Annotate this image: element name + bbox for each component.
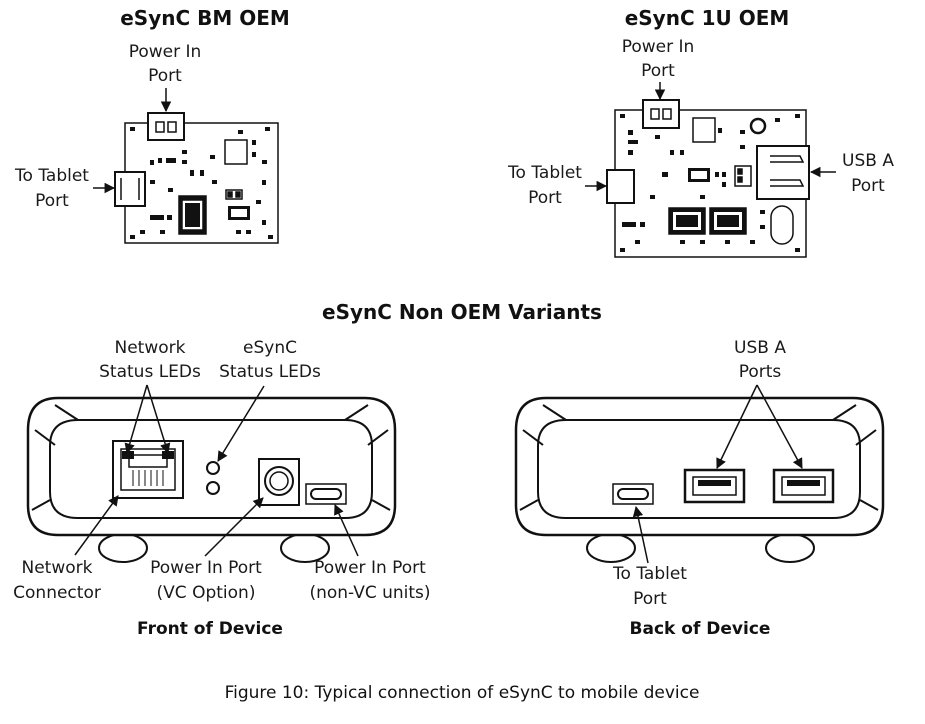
bm-arrows	[93, 88, 172, 194]
power-nonvc-label-line2: (non-VC units)	[309, 583, 431, 603]
u1-power-in-label-line2: Port	[641, 61, 675, 81]
u1-to-tablet-port	[606, 169, 635, 204]
status-led-top	[206, 461, 220, 475]
network-connector-label-line2: Connector	[13, 583, 101, 603]
u1-to-tablet-label-line1: To Tablet	[508, 163, 582, 183]
u1-power-in-label-line1: Power In	[621, 37, 695, 57]
bm-to-tablet-label-line2: Port	[35, 191, 69, 211]
back-device	[514, 396, 885, 563]
bm-power-in-label-line1: Power In	[128, 42, 202, 62]
back-of-device-caption: Back of Device	[629, 619, 771, 639]
u1-usb-a-port	[756, 145, 810, 200]
u1-usb-a-label-line2: Port	[851, 176, 885, 196]
power-vc-label-line1: Power In Port	[150, 558, 262, 578]
u1-power-in-port	[642, 99, 680, 129]
power-vc-label-line2: (VC Option)	[156, 583, 256, 603]
power-nonvc-label-line1: Power In Port	[314, 558, 426, 578]
front-arrows	[74, 384, 359, 557]
bm-to-tablet-label-line1: To Tablet	[15, 166, 89, 186]
bm-power-in-port	[147, 112, 185, 141]
figure-caption: Figure 10: Typical connection of eSynC t…	[224, 683, 700, 703]
esync-status-label-line1: eSynC	[243, 338, 297, 358]
front-of-device-caption: Front of Device	[137, 619, 283, 639]
esync-status-label-line2: Status LEDs	[219, 362, 321, 382]
network-status-label-line2: Status LEDs	[99, 362, 201, 382]
front-device	[26, 396, 397, 563]
bm-oem-title: eSynC BM OEM	[120, 6, 290, 30]
bm-small-components	[130, 127, 273, 239]
non-oem-title: eSynC Non OEM Variants	[322, 300, 602, 324]
u1-small-components	[620, 114, 800, 252]
u1-to-tablet-label-line2: Port	[528, 188, 562, 208]
usb-ports-label-line1: USB A	[734, 338, 786, 358]
back-to-tablet-label-line1: To Tablet	[613, 564, 687, 584]
network-connector-label-line1: Network	[21, 558, 93, 578]
usb-ports-label-line2: Ports	[738, 362, 782, 382]
back-arrows	[632, 384, 803, 564]
u1-arrows	[585, 82, 836, 192]
bm-power-in-label-line2: Port	[148, 66, 182, 86]
u1-oem-board	[606, 99, 810, 258]
bm-to-tablet-port	[114, 171, 146, 207]
network-status-label-line1: Network	[114, 338, 186, 358]
status-led-bottom	[206, 481, 220, 495]
bm-oem-board	[114, 112, 279, 244]
u1-oem-title: eSynC 1U OEM	[624, 6, 790, 30]
u1-usb-a-label-line1: USB A	[842, 151, 894, 171]
back-to-tablet-label-line2: Port	[633, 589, 667, 609]
